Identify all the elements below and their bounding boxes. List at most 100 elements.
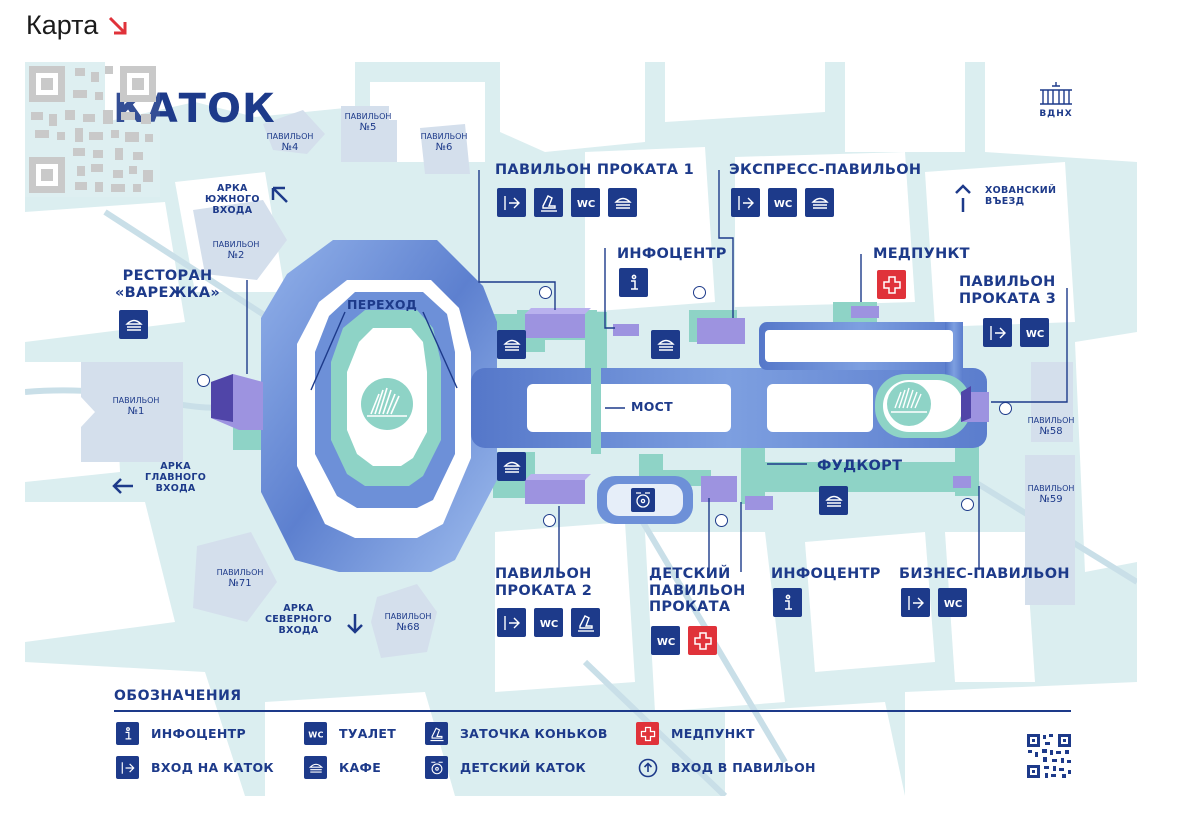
label-main-arch: АРКА ГЛАВНОГО ВХОДА <box>145 461 207 494</box>
cafe-icon[interactable] <box>119 310 148 339</box>
pavilion-59-name: ПАВИЛЬОН <box>1027 484 1075 493</box>
label-foodcourt[interactable]: ФУДКОРТ <box>817 458 903 474</box>
pavilion-68-name: ПАВИЛЬОН <box>384 612 432 621</box>
icons-kids-rental: WC <box>651 626 717 655</box>
vdnh-logo: ВДНХ <box>1033 80 1079 119</box>
cafe-icon[interactable] <box>651 330 680 359</box>
label-infocenter-bottom[interactable]: ИНФОЦЕНТР <box>771 566 881 582</box>
pavilion-entrance-icon[interactable] <box>197 374 210 387</box>
page-title-text: Карта <box>26 10 99 40</box>
skate-sharpening-icon <box>425 722 448 745</box>
cafe-icon[interactable] <box>497 452 526 481</box>
toilet-icon[interactable]: WC <box>651 626 680 655</box>
icons-cafe-rental-2 <box>497 452 526 481</box>
svg-text:WC: WC <box>943 599 961 610</box>
icons-infocenter-top <box>619 268 648 297</box>
pavilion-entrance-icon[interactable] <box>715 514 728 527</box>
skate-sharpening-icon[interactable] <box>534 188 563 217</box>
rink-map[interactable]: КАТОК <box>25 62 1137 796</box>
icons-cafe-rental-1 <box>497 330 526 359</box>
icons-medpunkt <box>877 270 906 299</box>
legend-label: ИНФОЦЕНТР <box>151 726 246 741</box>
label-hovansky-entrance: ХОВАНСКИЙ ВЪЕЗД <box>985 185 1057 207</box>
qr-code-large[interactable] <box>25 62 160 197</box>
toilet-icon[interactable]: WC <box>571 188 600 217</box>
label-medpunkt[interactable]: МЕДПУНКТ <box>873 246 970 262</box>
info-icon[interactable] <box>619 268 648 297</box>
legend-divider <box>114 710 1071 712</box>
pavilion-5-name: ПАВИЛЬОН <box>344 112 392 121</box>
vdnh-logo-text: ВДНХ <box>1039 109 1073 119</box>
legend-item-cafe: КАФЕ <box>304 756 381 779</box>
pavilion-entrance-icon[interactable] <box>693 286 706 299</box>
icons-kids-rink <box>631 488 655 512</box>
skate-sharpening-icon[interactable] <box>571 608 600 637</box>
legend-label: ЗАТОЧКА КОНЬКОВ <box>460 726 608 741</box>
rink-entrance-icon <box>116 756 139 779</box>
pavilion-entrance-icon[interactable] <box>961 498 974 511</box>
label-rental-pavilion-1[interactable]: ПАВИЛЬОН ПРОКАТА 1 <box>495 162 694 178</box>
icons-rental-1: WC <box>497 188 637 217</box>
legend-label: КАФЕ <box>339 760 382 775</box>
label-rental-pavilion-3[interactable]: ПАВИЛЬОН ПРОКАТА 3 <box>959 274 1057 307</box>
pavilion-entrance-icon[interactable] <box>999 402 1012 415</box>
pavilion-59-num: №59 <box>1039 494 1063 505</box>
medical-cross-icon[interactable] <box>877 270 906 299</box>
legend-item-medpunkt: МЕДПУНКТ <box>636 722 755 745</box>
rink-entrance-icon[interactable] <box>497 188 526 217</box>
kids-rink-icon[interactable] <box>631 488 655 512</box>
pavilion-entrance-icon[interactable] <box>539 286 552 299</box>
label-south-arch: АРКА ЮЖНОГО ВХОДА <box>205 183 260 216</box>
pavilion-entrance-icon[interactable] <box>543 514 556 527</box>
pavilion-4-num: №4 <box>281 142 299 153</box>
pavilion-6-num: №6 <box>435 142 453 153</box>
label-rental-pavilion-2[interactable]: ПАВИЛЬОН ПРОКАТА 2 <box>495 566 593 599</box>
rink-entrance-icon[interactable] <box>983 318 1012 347</box>
svg-text:WC: WC <box>1025 329 1043 340</box>
pavilion-2-num: №2 <box>227 250 245 261</box>
pavilion-58-name: ПАВИЛЬОН <box>1027 416 1075 425</box>
qr-code-small[interactable] <box>1025 732 1073 780</box>
label-restaurant-varezhka[interactable]: РЕСТОРАН «ВАРЕЖКА» <box>115 268 221 301</box>
label-business-pavilion[interactable]: БИЗНЕС-ПАВИЛЬОН <box>899 566 1070 582</box>
rink-entrance-icon[interactable] <box>731 188 760 217</box>
pavilion-1-num: №1 <box>127 406 145 417</box>
icons-foodcourt <box>819 486 848 515</box>
toilet-icon[interactable]: WC <box>1020 318 1049 347</box>
cafe-icon[interactable] <box>497 330 526 359</box>
cafe-icon[interactable] <box>819 486 848 515</box>
pavilion-6-name: ПАВИЛЬОН <box>420 132 468 141</box>
legend-label: МЕДПУНКТ <box>671 726 755 741</box>
info-icon <box>116 722 139 745</box>
label-infocenter-top[interactable]: ИНФОЦЕНТР <box>617 246 727 262</box>
cafe-icon <box>304 756 327 779</box>
icons-rental-2: WC <box>497 608 600 637</box>
pavilion-1-name: ПАВИЛЬОН <box>112 396 160 405</box>
label-most: МОСТ <box>631 399 673 414</box>
toilet-icon[interactable]: WC <box>768 188 797 217</box>
icons-business-pavilion: WC <box>901 588 967 617</box>
cafe-icon[interactable] <box>608 188 637 217</box>
info-icon[interactable] <box>773 588 802 617</box>
toilet-icon[interactable]: WC <box>534 608 563 637</box>
rink-entrance-icon[interactable] <box>901 588 930 617</box>
icons-express-pavilion: WC <box>731 188 834 217</box>
arrow-down-right-icon <box>109 16 127 34</box>
cafe-icon[interactable] <box>805 188 834 217</box>
legend-item-kids-rink: ДЕТСКИЙ КАТОК <box>425 756 586 779</box>
legend-item-pavilion-entrance: ВХОД В ПАВИЛЬОН <box>636 756 816 779</box>
medical-cross-icon[interactable] <box>688 626 717 655</box>
toilet-icon[interactable]: WC <box>938 588 967 617</box>
legend-title: ОБОЗНАЧЕНИЯ <box>114 688 242 704</box>
legend-label: ТУАЛЕТ <box>339 726 397 741</box>
medical-cross-icon <box>636 722 659 745</box>
label-kids-rental-pavilion[interactable]: ДЕТСКИЙ ПАВИЛЬОН ПРОКАТА <box>649 566 746 616</box>
rink-entrance-icon[interactable] <box>497 608 526 637</box>
label-express-pavilion[interactable]: ЭКСПРЕСС-ПАВИЛЬОН <box>729 162 922 178</box>
